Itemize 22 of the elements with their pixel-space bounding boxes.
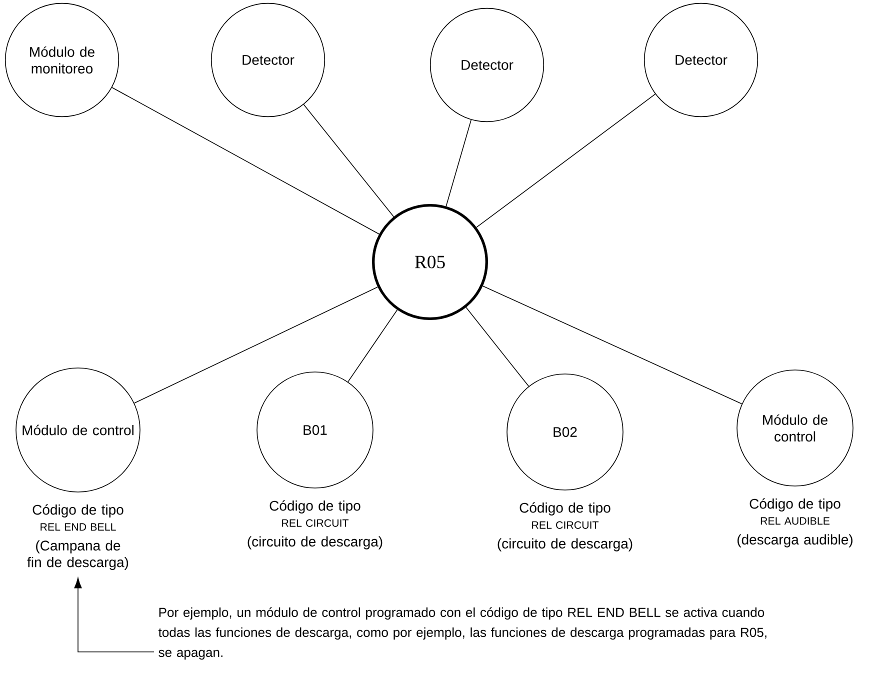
caption-text: (Campana de fin de descarga) — [27, 540, 128, 570]
caption-text: REL CIRCUIT — [532, 521, 599, 529]
connector-line — [466, 307, 530, 387]
connector-line — [446, 119, 472, 207]
caption-text: REL END BELL — [40, 523, 116, 531]
caption-text: (circuito de descarga) — [248, 536, 382, 550]
connector-line — [348, 309, 398, 382]
connector-line — [482, 286, 742, 404]
caption-text: (circuito de descarga) — [498, 538, 632, 552]
connector-line — [303, 104, 394, 218]
caption-text: REL CIRCUIT — [282, 519, 349, 527]
caption-text: (descarga audible) — [738, 534, 852, 548]
caption-text: Código de tipo — [32, 504, 124, 518]
elbow-arrow — [74, 578, 154, 652]
connector-line — [476, 94, 656, 228]
caption-text: Código de tipo — [270, 500, 360, 514]
note-text: Por ejemplo, un módulo de control programado con el código de tipo REL END BELL se activa cuando todas las funciones de descarga, como por ejemplo, las funciones de descarga programadas para R05, se apagan. — [158, 607, 766, 660]
connector-line — [112, 87, 380, 234]
connector-line — [134, 286, 378, 404]
caption-text: REL AUDIBLE — [760, 517, 830, 525]
caption-text: Código de tipo — [520, 502, 610, 516]
caption-text: Código de tipo — [750, 498, 840, 512]
